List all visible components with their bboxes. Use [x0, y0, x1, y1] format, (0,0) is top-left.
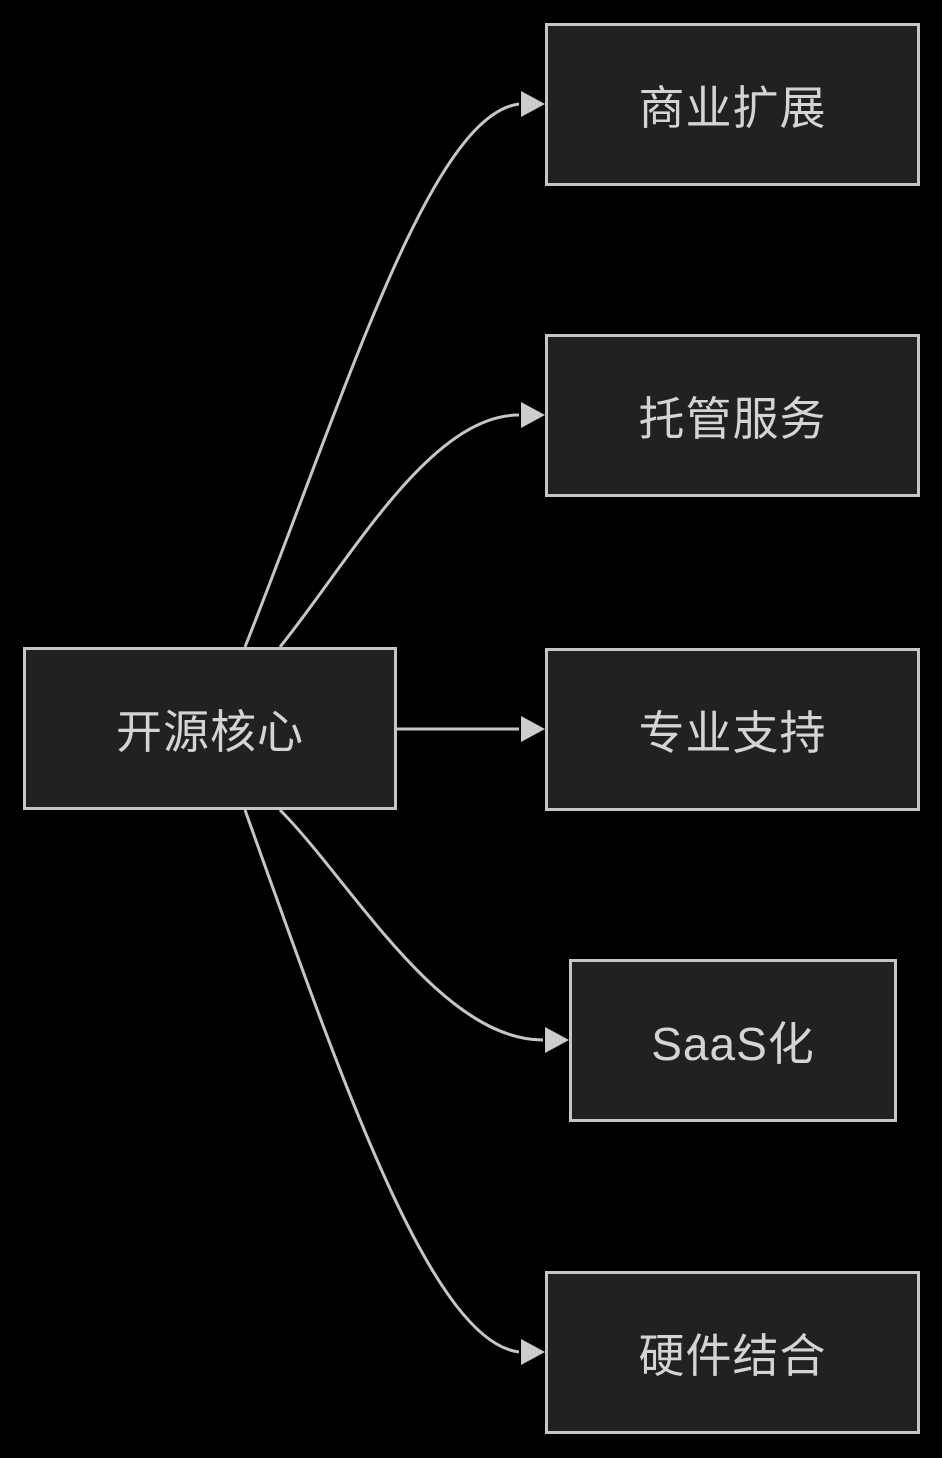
node-saas-label: SaaS化 [651, 1017, 815, 1070]
node-commercial-expansion-label: 商业扩展 [638, 81, 827, 134]
arrowhead-saas [545, 1027, 569, 1053]
node-professional-support: 专业支持 [545, 648, 920, 811]
edge-core-to-hardware [243, 809, 520, 1354]
node-commercial-expansion: 商业扩展 [545, 23, 920, 186]
arrowhead-support [521, 716, 545, 742]
arrowhead-biz [521, 91, 545, 117]
node-hardware-integration: 硬件结合 [545, 1271, 920, 1434]
node-open-source-core: 开源核心 [23, 647, 397, 810]
node-professional-support-label: 专业支持 [638, 706, 827, 759]
node-hosted-services-label: 托管服务 [638, 392, 827, 445]
node-open-source-core-label: 开源核心 [116, 705, 304, 758]
node-saas: SaaS化 [569, 959, 897, 1122]
arrowhead-hardware [521, 1339, 545, 1365]
node-hardware-integration-label: 硬件结合 [638, 1329, 827, 1382]
edge-core-to-biz [243, 102, 520, 648]
node-hosted-services: 托管服务 [545, 334, 920, 497]
edge-core-to-saas [278, 808, 544, 1042]
edge-core-to-hosting [278, 413, 520, 648]
arrowhead-hosting [521, 402, 545, 428]
